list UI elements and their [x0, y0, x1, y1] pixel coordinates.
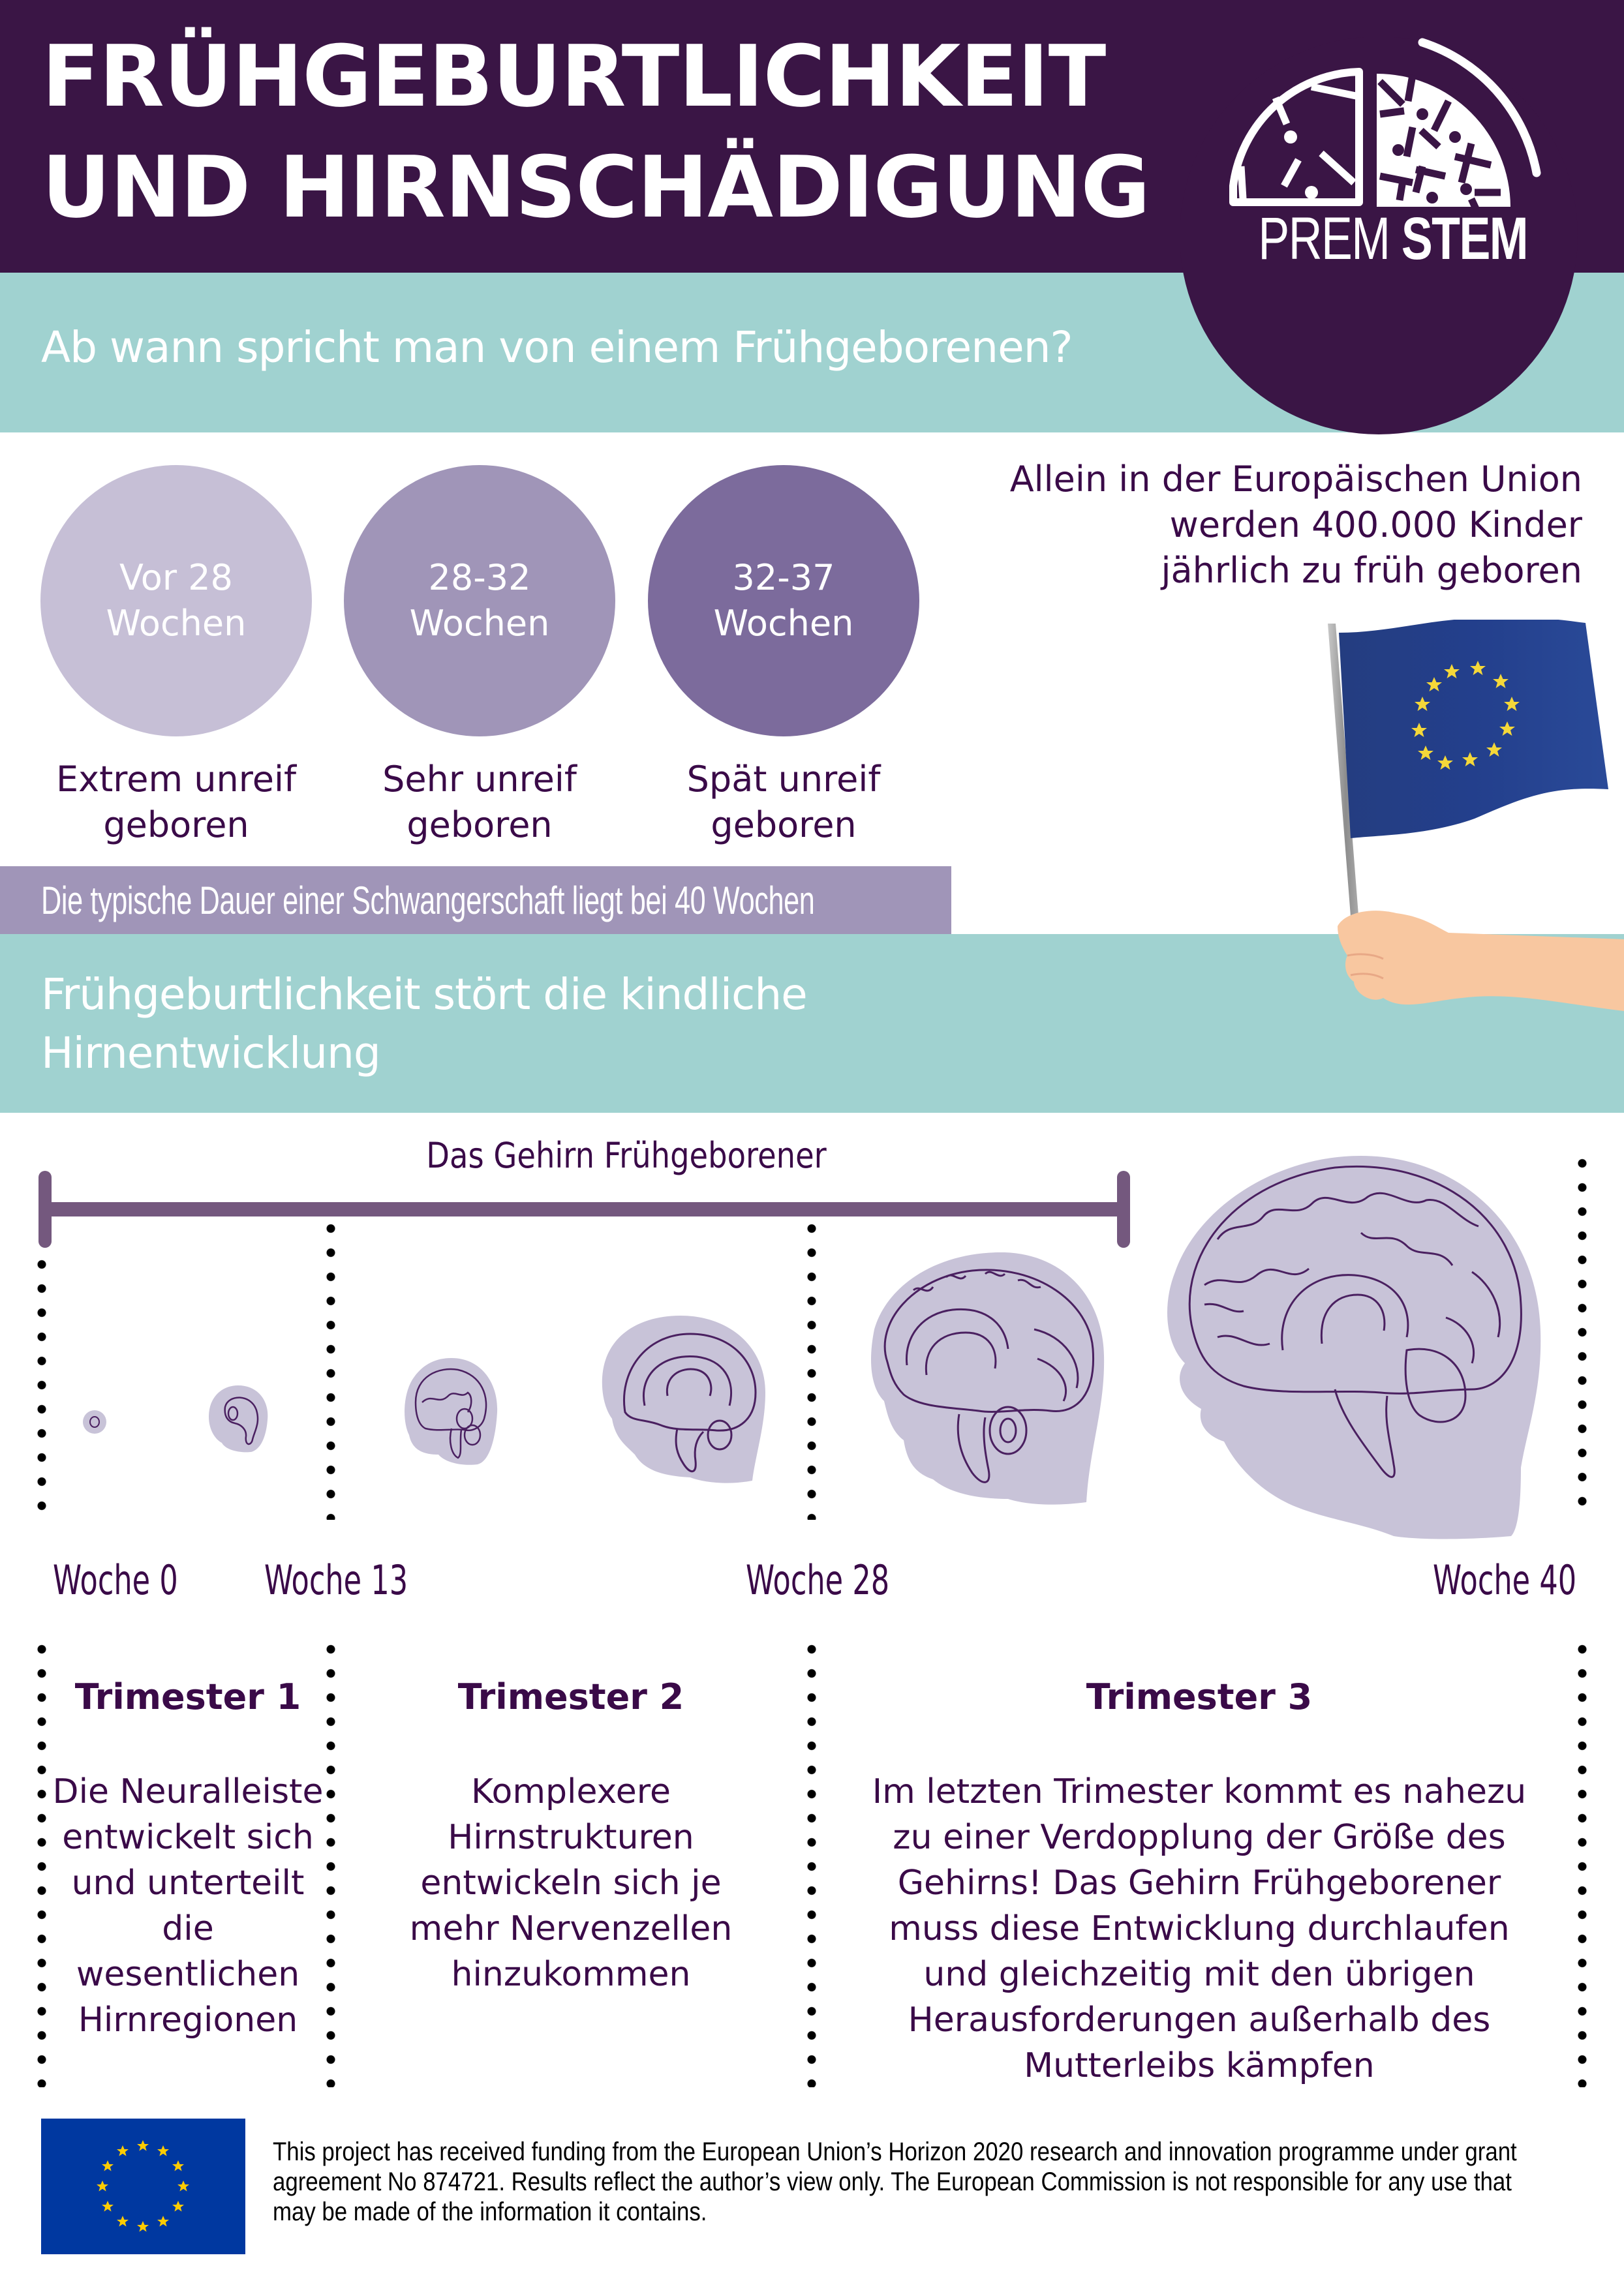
trimester-2-body: Komplexere Hirnstrukturen entwickeln sic… [409, 1772, 733, 1994]
logo-wordmark: PREM STEM [1258, 209, 1528, 269]
page-title-line-2: UND HIRNSCHÄDIGUNG [42, 138, 1150, 237]
caption-line: Extrem unreif [56, 759, 296, 800]
trimester-3-body: Im letzten Trimester kommt es nahezu zu … [872, 1772, 1527, 2085]
funding-disclaimer: This project has received funding from t… [273, 2137, 1517, 2226]
preterm-range-bracket [45, 1202, 1128, 1216]
brain-head-week18-icon [405, 1358, 498, 1465]
category-caption-extreme: Extrem unreif geboren [26, 757, 326, 848]
eu-statistic: Allein in der Europäischen Union werden … [913, 457, 1582, 594]
week-label-28: Woche 28 [746, 1556, 890, 1604]
stat-line: werden 400.000 Kinder [1169, 504, 1582, 545]
category-unit: Wochen [713, 603, 854, 644]
heading-line: Frühgeburtlichkeit stört die kindliche [41, 969, 808, 1020]
trimester-divider-2-3 [807, 1637, 816, 2087]
category-unit: Wochen [409, 603, 550, 644]
week-label-13: Woche 13 [264, 1556, 408, 1604]
week-label-0: Woche 0 [53, 1556, 178, 1604]
eu-stars-icon [97, 2140, 189, 2232]
section-heading-preterm-definition: Ab wann spricht man von einem Frühgebore… [41, 322, 1073, 372]
week-divider-13 [326, 1216, 335, 1520]
category-caption-late: Spät unreif geboren [634, 757, 934, 848]
trimester-divider-right [1578, 1637, 1587, 2087]
stat-line: jährlich zu früh geboren [1161, 550, 1582, 591]
category-range: 32-37 [732, 557, 835, 598]
caption-line: geboren [711, 804, 857, 845]
preterm-brain-bracket-label: Das Gehirn Frühgeborener [426, 1135, 827, 1176]
stat-line: Allein in der Europäischen Union [1009, 459, 1582, 500]
trimester-1-title: Trimester 1 [74, 1676, 301, 1717]
trimester-divider-left [37, 1637, 46, 2087]
section-heading-brain-development: Frühgeburtlichkeit stört die kindliche H… [41, 965, 1085, 1083]
trimester-1-body: Die Neuralleiste entwickelt sich und unt… [52, 1772, 324, 2040]
category-circle-extreme: Vor 28 Wochen [40, 465, 312, 736]
bracket-end-right [1117, 1171, 1130, 1248]
bracket-end-left [38, 1171, 52, 1248]
brain-half-logo-icon [1229, 38, 1541, 211]
trimester-divider-1-2 [326, 1637, 335, 2087]
week-divider-40 [1578, 1151, 1587, 1520]
heading-line: Hirnentwicklung [41, 1028, 381, 1078]
brain-head-week40-icon [1167, 1156, 1541, 1539]
brain-head-week24-icon [602, 1316, 765, 1483]
caption-line: geboren [103, 804, 249, 845]
category-range: 28-32 [428, 557, 531, 598]
pregnancy-duration-note: Die typische Dauer einer Schwangerschaft… [0, 866, 951, 934]
category-range: Vor 28 [119, 557, 233, 598]
category-unit: Wochen [106, 603, 247, 644]
page-title-line-1: FRÜHGEBURTLICHKEIT [42, 27, 1106, 126]
category-caption-very: Sehr unreif geboren [329, 757, 630, 848]
eu-flag-in-hand-icon [1328, 620, 1624, 1011]
caption-line: Sehr unreif [382, 759, 577, 800]
trimester-3-title: Trimester 3 [1086, 1676, 1313, 1717]
week-label-40: Woche 40 [1433, 1556, 1577, 1604]
logo-text-stem: STEM [1401, 205, 1529, 272]
caption-line: Spät unreif [686, 759, 881, 800]
trimester-2-title: Trimester 2 [457, 1676, 684, 1717]
note-text: Die typische Dauer einer Schwangerschaft… [41, 878, 815, 922]
week-divider-28 [807, 1216, 816, 1520]
brain-head-week28-icon [871, 1252, 1105, 1505]
eu-flag-icon [41, 2119, 245, 2254]
caption-line: geboren [406, 804, 553, 845]
logo-text-prem: PREM [1258, 205, 1390, 272]
week-divider-0 [37, 1252, 46, 1520]
embryo-dot-icon [83, 1410, 106, 1434]
brain-head-week8-icon [209, 1385, 268, 1453]
